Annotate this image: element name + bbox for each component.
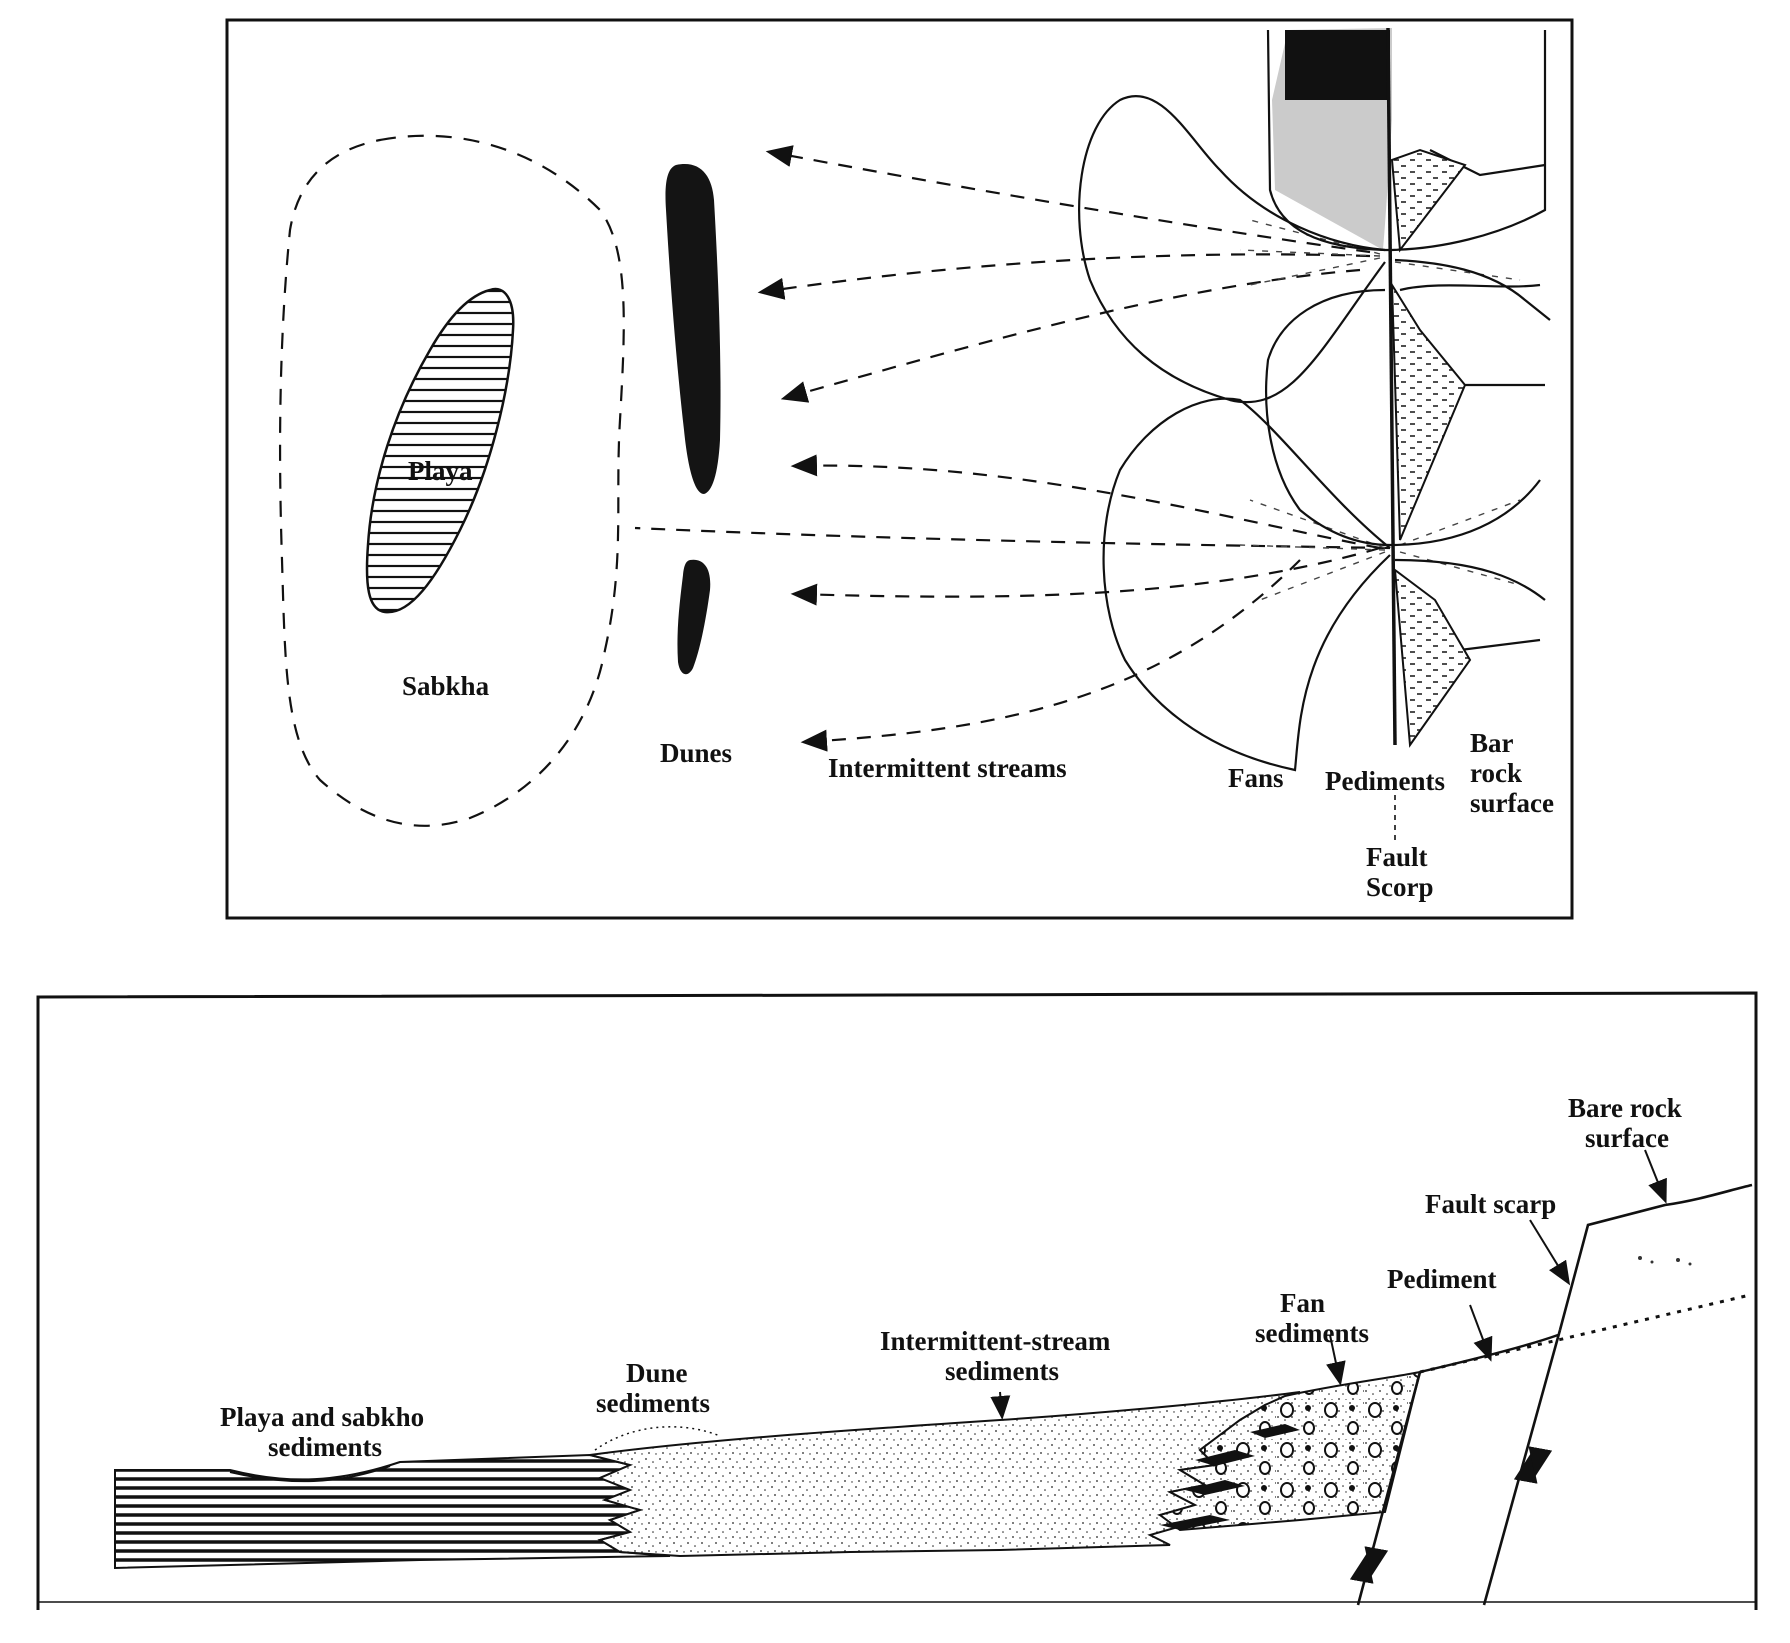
stream-line-sabkha <box>634 526 1391 550</box>
label-dune-sediments-2: sediments <box>596 1388 710 1418</box>
sabkha-outline <box>278 134 625 827</box>
block-3 <box>1265 288 1541 547</box>
rock-dark-top <box>1285 30 1390 100</box>
stream-arrow-4 <box>790 454 1381 550</box>
fan-upper <box>1078 94 1386 404</box>
stream-sediment-body <box>589 1391 1301 1558</box>
fault-line-plan <box>1386 27 1397 746</box>
label-fault-scarp: Fault scarp <box>1425 1189 1556 1219</box>
fault-motion-arrows <box>1349 1446 1553 1584</box>
playa-surface-lens <box>229 1465 391 1483</box>
pediment-wedge-2 <box>1390 281 1467 541</box>
pediment-wedge-1 <box>1390 148 1467 253</box>
bedrock-scarp-block <box>1558 1183 1753 1331</box>
stream-arrow-3 <box>780 268 1361 403</box>
block-1 <box>1266 29 1547 252</box>
cross-section-frame <box>36 991 1758 1610</box>
label-dune-sediments-1: Dune <box>626 1358 688 1388</box>
label-bare-rock-surface-2: surface <box>1585 1123 1669 1153</box>
fan-lower <box>1102 397 1391 772</box>
dune-upper <box>665 164 721 494</box>
label-fan-sediments-1: Fan <box>1280 1288 1325 1318</box>
label-playa: Playa <box>408 456 473 486</box>
label-fans: Fans <box>1228 763 1284 793</box>
playa-sabkho-sediment-body <box>114 1453 671 1570</box>
label-bar-rock-surface-3: surface <box>1470 788 1554 818</box>
block-2 <box>1394 258 1551 321</box>
label-intermittent-streams: Intermittent streams <box>828 753 1067 783</box>
label-pediment: Pediment <box>1387 1264 1496 1294</box>
label-intermittent-stream-sediments-2: sediments <box>945 1356 1059 1386</box>
label-bare-rock-surface-1: Bare rock <box>1568 1093 1682 1123</box>
dune-lower <box>677 559 711 675</box>
label-dunes: Dunes <box>660 738 732 768</box>
fan-streaks <box>1239 219 1521 601</box>
stream-arrow-5 <box>790 546 1381 606</box>
pediment-surface <box>1419 1333 1559 1374</box>
stream-arrow-6 <box>800 559 1301 752</box>
alluvial-fans <box>1078 94 1391 772</box>
cross-section: Bare rock surface Fault scarp Pediment F… <box>36 991 1758 1610</box>
label-playa-sabkho-sediments-2: sediments <box>268 1432 382 1462</box>
leader-arrows <box>990 1149 1667 1420</box>
block-4 <box>1399 283 1541 292</box>
block-8 <box>1394 558 1546 601</box>
label-playa-sabkho-sediments-1: Playa and sabkho <box>220 1402 424 1432</box>
buried-pediment-projection <box>1419 1293 1751 1374</box>
stream-arrows <box>634 145 1391 752</box>
plan-view: Playa Sabkha Dunes Intermittent streams … <box>225 18 1574 920</box>
label-bar-rock-surface-1: Bar <box>1470 728 1514 758</box>
label-fan-sediments-2: sediments <box>1255 1318 1369 1348</box>
interfingering-tongues <box>1160 1424 1300 1530</box>
label-pediments: Pediments <box>1325 766 1445 796</box>
bedrock-speckles <box>1638 1256 1692 1266</box>
block-7 <box>1459 638 1541 652</box>
label-bar-rock-surface-2: rock <box>1470 758 1522 788</box>
label-intermittent-stream-sediments-1: Intermittent-stream <box>880 1326 1111 1356</box>
label-fault-scorp-1: Fault <box>1366 842 1428 872</box>
plan-view-frame <box>225 18 1574 920</box>
pediment-wedge-3 <box>1393 567 1472 748</box>
stream-arrow-2 <box>757 253 1371 300</box>
label-sabkha: Sabkha <box>402 671 490 701</box>
fault-line-2 <box>1482 1329 1562 1606</box>
stream-arrow-1 <box>765 145 1371 254</box>
label-fault-scorp-2: Scorp <box>1366 872 1434 902</box>
playa-lens <box>365 287 515 614</box>
